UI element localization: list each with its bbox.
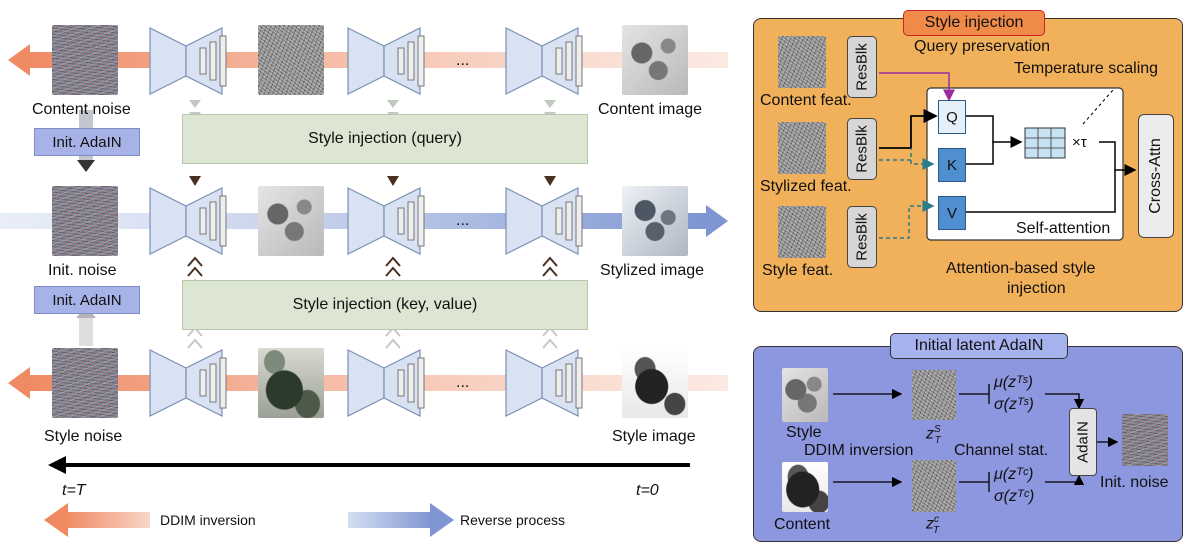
self-attention-label: Self-attention xyxy=(1016,220,1111,237)
query-box: Q xyxy=(938,100,966,134)
t-end-label: t=0 xyxy=(636,482,659,499)
caption-line2: injection xyxy=(1007,280,1066,297)
legend-ddim-arrow xyxy=(66,512,150,528)
adain-output-noise xyxy=(1122,414,1168,466)
attention-matrix xyxy=(1024,127,1066,159)
query-preservation-path xyxy=(879,72,955,102)
style-injection-title: Style injection xyxy=(903,10,1045,36)
ellipsis-row1: ... xyxy=(456,52,470,69)
channel-stat-label: Channel stat. xyxy=(954,442,1049,459)
adain-svg xyxy=(833,384,1119,492)
legend-reverse-label: Reverse process xyxy=(460,512,566,528)
tau-label: ×τ xyxy=(1072,134,1087,151)
legend-reverse-arrow xyxy=(348,512,432,528)
content-noise-image xyxy=(52,25,118,95)
style-image-label: Style image xyxy=(612,428,696,445)
stylized-image-label: Stylized image xyxy=(600,262,705,279)
init-noise-image xyxy=(52,186,118,256)
sigma-style: σ(zᵀˢ) xyxy=(994,396,1034,413)
content-image-label: Content image xyxy=(598,101,703,118)
stylized-image xyxy=(622,186,688,256)
resblk-stylized: ResBlk xyxy=(847,118,877,180)
content-noise-label: Content noise xyxy=(32,101,131,118)
style-noise-image xyxy=(52,348,118,418)
style-injection-query-box: Style injection (query) xyxy=(182,114,588,164)
stylized-feat-image xyxy=(778,122,826,174)
style-injection-kv-box: Style injection (key, value) xyxy=(182,280,588,330)
key-box: K xyxy=(938,148,966,182)
init-adain-top: Init. AdaIN xyxy=(34,128,140,156)
resblk-style: ResBlk xyxy=(847,206,877,268)
zs-latent xyxy=(912,370,956,420)
zs-label: zST xyxy=(926,424,941,446)
ddim-inversion-label: DDIM inversion xyxy=(804,442,914,459)
content-image xyxy=(622,25,688,95)
intermediate-latent-row1 xyxy=(258,25,324,95)
adain-block: AdaIN xyxy=(1069,408,1097,476)
content-feat-label: Content feat. xyxy=(760,92,852,109)
row2-arrowhead xyxy=(706,205,728,237)
ellipsis-row2: ... xyxy=(456,212,470,229)
mu-content: μ(zᵀᶜ) xyxy=(994,466,1034,483)
style-feat-image xyxy=(778,206,826,258)
style-image xyxy=(622,348,688,418)
value-box: V xyxy=(938,196,966,230)
resblk-content: ResBlk xyxy=(847,36,877,98)
style-noise-label: Style noise xyxy=(44,428,123,445)
sigma-content: σ(zᵀᶜ) xyxy=(994,488,1035,505)
adain-style-label: Style xyxy=(786,424,822,441)
adain-panel-title: Initial latent AdaIN xyxy=(890,333,1068,359)
legend-ddim-label: DDIM inversion xyxy=(160,512,256,528)
cross-attn-box: Cross-Attn xyxy=(1138,114,1174,238)
row1-arrowhead xyxy=(8,44,30,76)
t-start-label: t=T xyxy=(62,482,86,499)
temperature-scaling-label: Temperature scaling xyxy=(1014,60,1159,77)
style-injection-svg xyxy=(879,72,1137,241)
init-adain-bottom: Init. AdaIN xyxy=(34,286,140,314)
adain-style-image xyxy=(782,368,828,422)
zc-label: zcT xyxy=(926,514,940,536)
intermediate-stylized-row2 xyxy=(258,186,324,256)
adain-init-noise-label: Init. noise xyxy=(1100,474,1169,491)
style-feat-label: Style feat. xyxy=(762,262,834,279)
zc-latent xyxy=(912,460,956,512)
mu-style: μ(zᵀˢ) xyxy=(994,374,1033,391)
init-noise-label: Init. noise xyxy=(48,262,117,279)
query-preservation-label: Query preservation xyxy=(914,38,1051,55)
ellipsis-row3: ... xyxy=(456,374,470,391)
intermediate-style-row3 xyxy=(258,348,324,418)
stylized-feat-label: Stylized feat. xyxy=(760,178,852,195)
content-feat-image xyxy=(778,36,826,88)
adain-content-image xyxy=(782,462,828,512)
adain-content-label: Content xyxy=(774,516,831,533)
row3-arrowhead xyxy=(8,367,30,399)
caption-line1: Attention-based style xyxy=(946,260,1096,277)
